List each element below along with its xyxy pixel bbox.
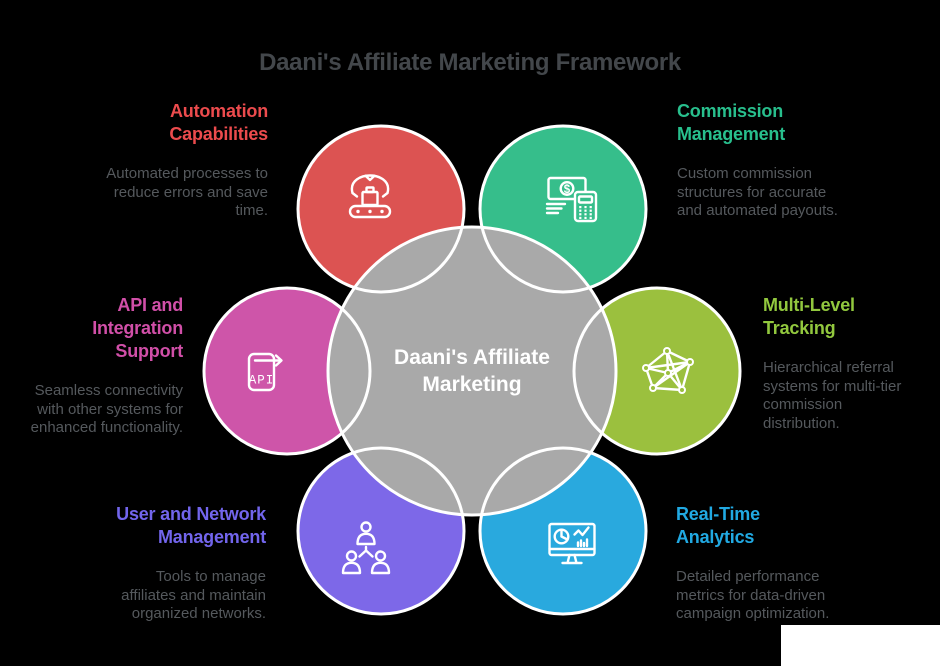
- heading-line: Analytics: [676, 527, 755, 547]
- node-label-multi-level-tracking: Multi-Level Tracking Hierarchical referr…: [763, 294, 933, 433]
- api-glyph: API: [249, 374, 275, 388]
- dollar-glyph: $: [564, 184, 571, 196]
- node-heading: Commission Management: [677, 100, 887, 146]
- heading-line: Management: [677, 124, 786, 144]
- description-line: structures for accurate: [677, 183, 827, 201]
- description-line: reduce errors and save: [113, 183, 268, 201]
- heading-line: Integration: [92, 318, 183, 338]
- heading-line: Multi-Level: [763, 295, 855, 315]
- node-label-commission-management: Commission Management Custom commission …: [677, 100, 887, 221]
- node-label-real-time-analytics: Real-Time Analytics Detailed performance…: [676, 503, 886, 624]
- network-mesh-icon: [642, 347, 694, 394]
- center-label-line: Marketing: [422, 373, 522, 396]
- node-description: Automated processes to reduce errors and…: [58, 165, 268, 221]
- heading-line: API and: [117, 295, 183, 315]
- description-line: affiliates and maintain: [121, 586, 266, 604]
- description-line: Hierarchical referral: [763, 359, 894, 376]
- description-line: Tools to manage: [155, 568, 266, 585]
- node-description: Detailed performance metrics for data-dr…: [676, 568, 886, 624]
- node-heading: Multi-Level Tracking: [763, 294, 933, 340]
- description-line: distribution.: [763, 414, 840, 432]
- node-description: Seamless connectivity with other systems…: [3, 382, 183, 438]
- description-line: Detailed performance: [676, 568, 820, 585]
- api-document-icon: API: [247, 352, 283, 392]
- heading-line: Automation: [170, 101, 268, 121]
- node-heading: User and Network Management: [46, 503, 266, 549]
- description-line: organized networks.: [131, 605, 266, 622]
- center-label-line: Daani's Affiliate: [394, 346, 550, 369]
- node-description: Tools to manage affiliates and maintain …: [46, 568, 266, 624]
- node-heading: API and Integration Support: [3, 294, 183, 363]
- conveyor-belt-icon: [348, 174, 392, 219]
- center-circle: [328, 227, 616, 515]
- heading-line: Capabilities: [169, 124, 268, 144]
- circle-outlines: [202, 124, 742, 616]
- node-heading: Automation Capabilities: [58, 100, 268, 146]
- description-line: Automated processes to: [106, 165, 268, 182]
- money-calculator-icon: $: [545, 176, 598, 223]
- white-box: [781, 625, 940, 666]
- description-line: Seamless connectivity: [34, 382, 183, 399]
- description-line: campaign optimization.: [676, 605, 830, 622]
- node-description: Custom commission structures for accurat…: [677, 165, 887, 221]
- analytics-monitor-icon: [548, 522, 596, 565]
- api-circle: [204, 288, 370, 454]
- description-line: Custom commission: [677, 165, 813, 182]
- node-heading: Real-Time Analytics: [676, 503, 886, 549]
- description-line: with other systems for: [37, 400, 183, 418]
- node-label-automation-capabilities: Automation Capabilities Automated proces…: [58, 100, 268, 221]
- description-line: and automated payouts.: [677, 202, 838, 219]
- heading-line: Management: [157, 527, 266, 547]
- heading-line: Support: [115, 341, 183, 361]
- heading-line: User and Network: [116, 504, 266, 524]
- description-line: systems for multi-tier: [763, 377, 902, 395]
- description-line: commission: [763, 396, 843, 413]
- node-label-api-integration-support: API and Integration Support Seamless con…: [3, 294, 184, 438]
- node-description: Hierarchical referral systems for multi-…: [763, 359, 933, 433]
- node-label-user-network-management: User and Network Management Tools to man…: [46, 503, 266, 624]
- page-title: Daani's Affiliate Marketing Framework: [259, 49, 681, 76]
- description-line: time.: [235, 202, 268, 219]
- center-circle-label: Daani's Affiliate Marketing: [357, 344, 587, 398]
- calculator-keys: [579, 206, 592, 219]
- mesh-nodes: [642, 347, 694, 394]
- heading-line: Tracking: [763, 318, 836, 338]
- description-line: enhanced functionality.: [30, 419, 183, 436]
- heading-line: Real-Time: [676, 504, 760, 524]
- heading-line: Commission: [677, 101, 784, 121]
- people-hierarchy-icon: [341, 521, 391, 575]
- description-line: metrics for data-driven: [676, 586, 826, 604]
